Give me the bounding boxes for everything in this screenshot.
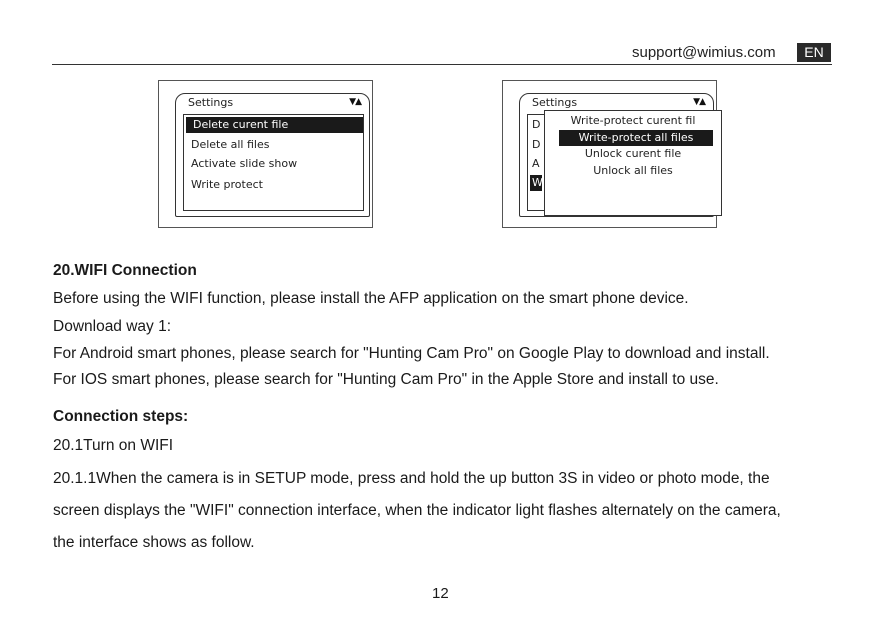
menu-list: Delete curent file Delete all files Acti…	[183, 114, 364, 211]
screen-title: Settings	[188, 96, 234, 109]
popup-item-unlock-all-files: Unlock all files	[593, 164, 673, 177]
camera-screen: Settings ▼▲ D D A W Write-protect curent…	[519, 93, 722, 217]
screen-title: Settings	[532, 96, 578, 109]
steps-heading: Connection steps:	[53, 408, 189, 425]
step-line: 20.1Turn on WIFI	[53, 437, 174, 454]
paragraph-line: Before using the WIFI function, please i…	[53, 290, 689, 307]
page-number: 12	[432, 585, 449, 602]
menu-item-stub: D	[532, 138, 540, 151]
support-email: support@wimius.com	[632, 44, 776, 61]
paragraph-line: Download way 1:	[53, 318, 172, 335]
popup-item-write-protect-all-files: Write-protect all files	[559, 130, 713, 146]
up-down-arrows-icon: ▼▲	[349, 97, 362, 107]
step-line: 20.1.1When the camera is in SETUP mode, …	[53, 470, 770, 487]
paragraph-line: For IOS smart phones, please search for …	[53, 371, 719, 388]
write-protect-popup: Write-protect curent fil Write-protect a…	[544, 110, 722, 216]
step-line: the interface shows as follow.	[53, 534, 255, 551]
settings-screen-left: Settings ▼▲ Delete curent file Delete al…	[158, 80, 373, 228]
menu-item-write-protect: Write protect	[191, 178, 263, 191]
menu-item-stub-selected: W	[530, 175, 542, 191]
menu-item-delete-all-files: Delete all files	[191, 138, 270, 151]
menu-item-delete-current-file: Delete curent file	[186, 117, 363, 133]
menu-item-stub: A	[532, 157, 540, 170]
language-badge: EN	[797, 43, 831, 62]
popup-item-unlock-current-file: Unlock curent file	[584, 147, 682, 160]
menu-item-activate-slide-show: Activate slide show	[191, 157, 298, 170]
menu-item-stub: D	[532, 118, 540, 131]
up-down-arrows-icon: ▼▲	[693, 97, 706, 107]
step-line: screen displays the "WIFI" connection in…	[53, 502, 781, 519]
paragraph-line: For Android smart phones, please search …	[53, 345, 770, 362]
settings-screen-right: Settings ▼▲ D D A W Write-protect curent…	[502, 80, 722, 228]
section-heading: 20.WIFI Connection	[53, 262, 197, 279]
header-divider	[52, 64, 832, 65]
popup-item-write-protect-current-file: Write-protect curent fil	[570, 114, 696, 127]
camera-screen: Settings ▼▲ Delete curent file Delete al…	[175, 93, 370, 217]
